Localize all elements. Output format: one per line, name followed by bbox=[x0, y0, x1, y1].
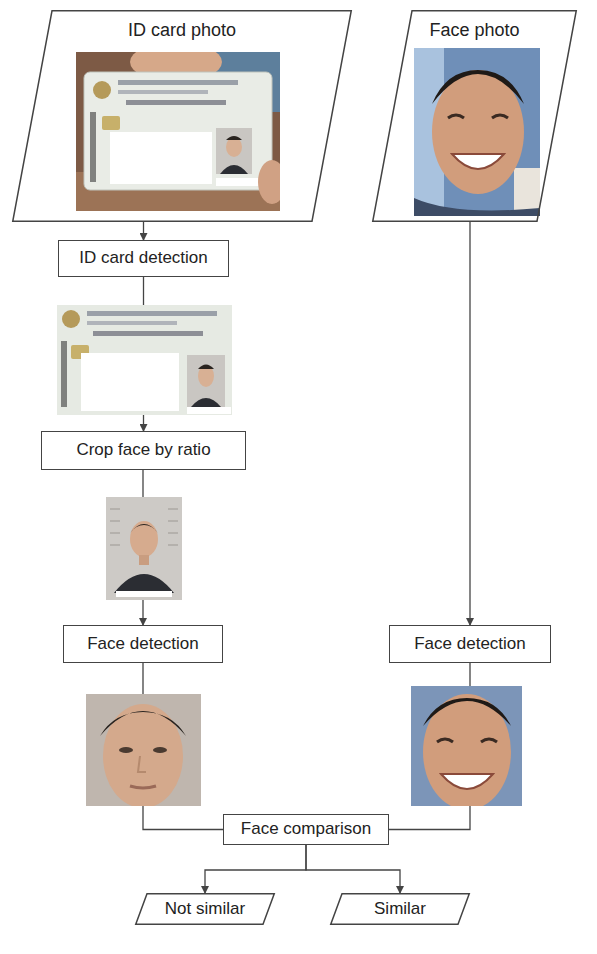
detected-card-illustration bbox=[57, 305, 232, 415]
process-box: Face detection bbox=[63, 625, 223, 663]
node-label: Face detection bbox=[414, 634, 526, 654]
face-crop-illustration bbox=[411, 686, 522, 806]
id-card-photo-illustration bbox=[76, 52, 280, 211]
input-parallelogram: Face photo bbox=[372, 10, 577, 222]
process-box: Face detection bbox=[389, 625, 551, 663]
parallelogram-shape bbox=[13, 11, 352, 222]
face-photo-illustration bbox=[414, 48, 540, 216]
flow-connector bbox=[469, 222, 470, 625]
parallelogram-shape bbox=[373, 11, 577, 222]
node-label: Not similar bbox=[165, 899, 245, 919]
process-box: Face comparison bbox=[223, 814, 389, 845]
node-label: Face comparison bbox=[241, 819, 371, 839]
node-title: ID card photo bbox=[128, 20, 236, 42]
parallelogram-shape bbox=[331, 894, 470, 925]
flow-connector bbox=[205, 845, 306, 893]
id-face-crop-illustration bbox=[86, 694, 201, 806]
node-label: ID card detection bbox=[79, 248, 208, 268]
flow-connector bbox=[306, 845, 400, 893]
node-label: Crop face by ratio bbox=[76, 440, 210, 460]
input-parallelogram: ID card photo bbox=[12, 10, 352, 222]
parallelogram-outline bbox=[12, 10, 352, 222]
cropped-portrait-illustration bbox=[106, 497, 182, 600]
process-box: Crop face by ratio bbox=[41, 431, 246, 470]
output-parallelogram: Similar bbox=[330, 893, 470, 925]
output-parallelogram: Not similar bbox=[135, 893, 275, 925]
parallelogram-outline bbox=[372, 10, 577, 222]
node-label: Similar bbox=[374, 899, 426, 919]
flow-connector bbox=[143, 222, 144, 240]
node-label: Face detection bbox=[87, 634, 199, 654]
parallelogram-shape bbox=[136, 894, 275, 925]
process-box: ID card detection bbox=[58, 240, 229, 277]
node-title: Face photo bbox=[429, 20, 519, 42]
